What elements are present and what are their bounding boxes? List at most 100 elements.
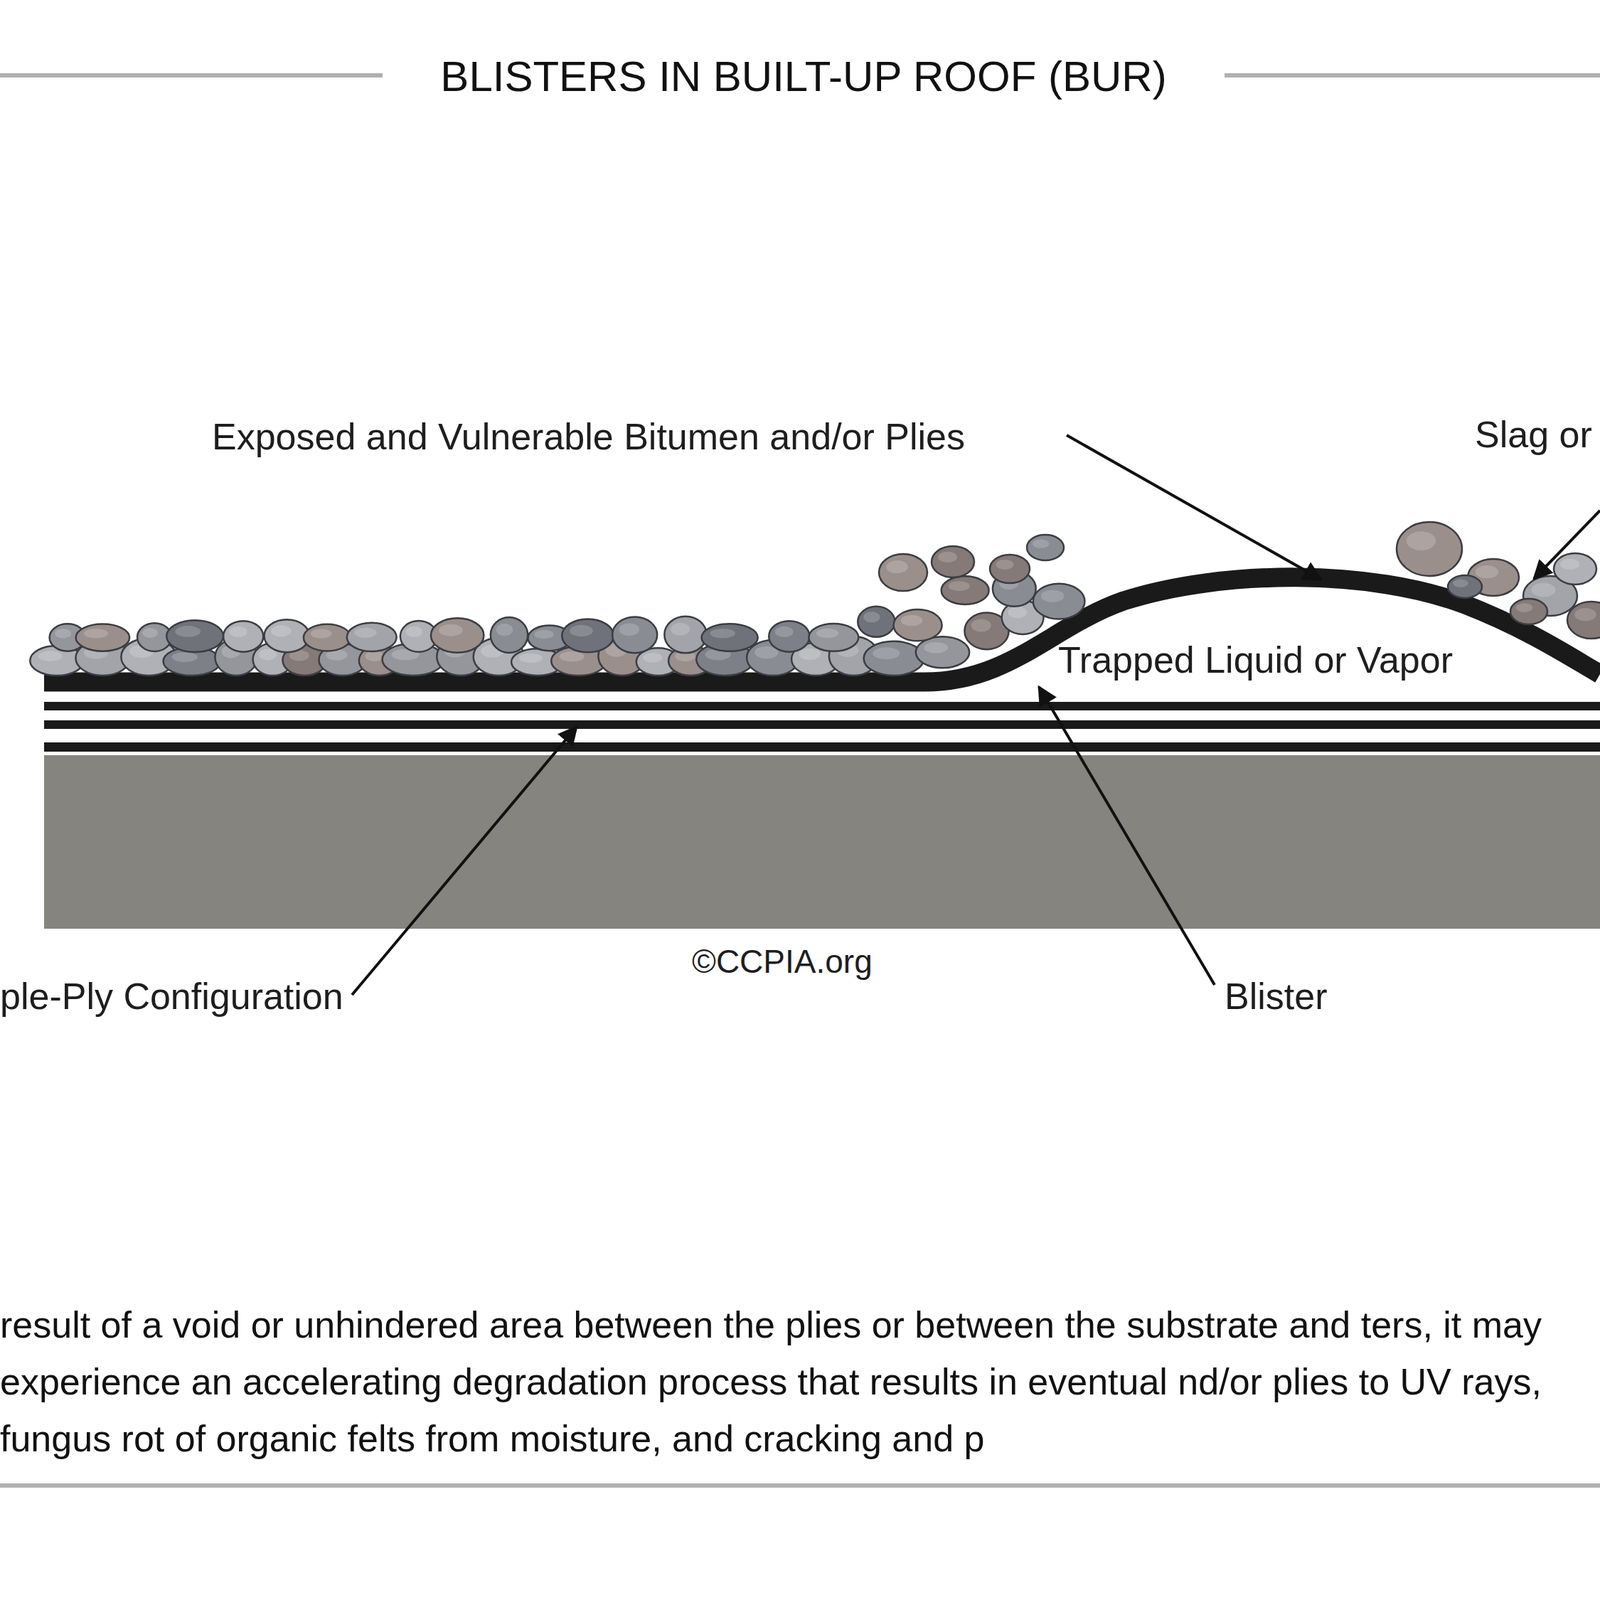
diagram-caption: result of a void or unhindered area betw… xyxy=(0,1296,1600,1468)
stone-highlight xyxy=(1574,608,1597,621)
stone-highlight xyxy=(1041,589,1065,602)
stone-highlight xyxy=(270,625,292,637)
stone-highlight xyxy=(83,628,109,638)
stone-body xyxy=(808,623,859,652)
stone-highlight xyxy=(642,652,663,663)
stone-body xyxy=(347,622,397,652)
gravel-stone xyxy=(1033,583,1086,620)
stone-highlight xyxy=(310,628,333,638)
callout-label: Blister xyxy=(1224,974,1327,1019)
stone-highlight xyxy=(569,625,594,637)
stone-body xyxy=(864,641,925,676)
stone-body xyxy=(1033,583,1086,620)
gravel-stone xyxy=(1510,598,1548,625)
gravel-stone xyxy=(561,619,614,653)
stone-highlight xyxy=(1452,579,1469,588)
stone-highlight xyxy=(1406,531,1436,551)
gravel-stone xyxy=(264,619,311,653)
stone-highlight xyxy=(1032,539,1049,549)
stone-body xyxy=(264,619,311,653)
stone-highlight xyxy=(1516,603,1533,613)
stone-highlight xyxy=(709,628,736,638)
ply-layer xyxy=(44,720,1600,729)
gravel-stone xyxy=(223,620,264,653)
stone-highlight xyxy=(1531,583,1556,598)
title-rule xyxy=(1224,73,1600,78)
gravel-stone xyxy=(768,620,810,652)
stone-highlight xyxy=(1560,558,1580,570)
stone-highlight xyxy=(534,630,554,640)
gravel-stone xyxy=(989,554,1030,584)
stone-body xyxy=(1510,598,1548,625)
stone-highlight xyxy=(258,649,277,661)
stone-highlight xyxy=(142,627,158,638)
stone-body xyxy=(701,623,759,652)
stone-body xyxy=(1396,521,1463,576)
stone-highlight xyxy=(900,615,924,627)
stone-body xyxy=(664,616,707,654)
gravel-stone xyxy=(864,641,925,676)
stone-highlight xyxy=(229,626,248,638)
stone-body xyxy=(166,620,224,653)
callout-label: ©CCPIA.org xyxy=(691,942,873,982)
leader-line xyxy=(1066,435,1322,580)
ply-layer xyxy=(44,742,1600,752)
gravel-stone xyxy=(878,553,928,591)
stone-highlight xyxy=(948,580,970,591)
stone-highlight xyxy=(438,624,463,637)
callout-label: ple-Ply Configuration xyxy=(0,974,344,1019)
stone-body xyxy=(561,619,614,653)
gravel-stone xyxy=(931,546,975,578)
gravel-stone xyxy=(1553,553,1597,585)
gravel-stone xyxy=(430,617,484,653)
stone-highlight xyxy=(406,626,423,638)
substrate xyxy=(44,755,1600,929)
callout-label: Trapped Liquid or Vapor xyxy=(1058,637,1453,682)
stone-highlight xyxy=(38,650,63,662)
gravel-stone xyxy=(664,616,707,654)
stone-body xyxy=(989,554,1030,584)
stone-body xyxy=(1447,575,1482,599)
stone-body xyxy=(893,609,943,641)
diagram-title: BLISTERS IN BUILT-UP ROOF (BUR) xyxy=(398,51,1209,103)
callout-label: Exposed and Vulnerable Bitumen and/or Pl… xyxy=(211,414,965,459)
stone-highlight xyxy=(923,642,948,653)
stone-body xyxy=(490,617,528,653)
stone-highlight xyxy=(863,611,880,623)
gravel-stone xyxy=(347,622,397,652)
stone-highlight xyxy=(1475,565,1499,579)
gravel-stone xyxy=(303,624,351,652)
stone-body xyxy=(430,617,484,653)
stone-body xyxy=(303,624,351,652)
gravel-stone xyxy=(612,616,658,653)
stone-body xyxy=(941,576,990,605)
gravel-stone xyxy=(1026,534,1064,561)
gravel-stone xyxy=(166,620,224,653)
stone-highlight xyxy=(971,618,992,632)
stone-highlight xyxy=(1007,606,1027,619)
blister-membrane xyxy=(44,577,1600,682)
stone-body xyxy=(768,620,810,652)
stone-highlight xyxy=(619,622,640,636)
stone-body xyxy=(857,606,895,638)
gravel-stone xyxy=(941,576,990,605)
stone-body xyxy=(612,616,658,653)
gravel-stone xyxy=(490,617,528,653)
gravel-stone xyxy=(893,609,943,641)
stone-highlight xyxy=(798,648,821,660)
stone-body xyxy=(223,620,264,653)
stone-highlight xyxy=(937,551,958,563)
stone-highlight xyxy=(354,627,377,638)
stone-highlight xyxy=(496,623,514,636)
stone-highlight xyxy=(886,560,909,574)
gravel-stone xyxy=(1396,521,1463,576)
title-rule xyxy=(0,73,383,78)
gravel-stone xyxy=(76,623,131,651)
gravel-stone xyxy=(857,606,895,638)
gravel-stone xyxy=(1447,575,1482,599)
leader-line xyxy=(1038,686,1215,985)
stone-highlight xyxy=(816,628,839,639)
gravel-stone xyxy=(1567,601,1600,639)
